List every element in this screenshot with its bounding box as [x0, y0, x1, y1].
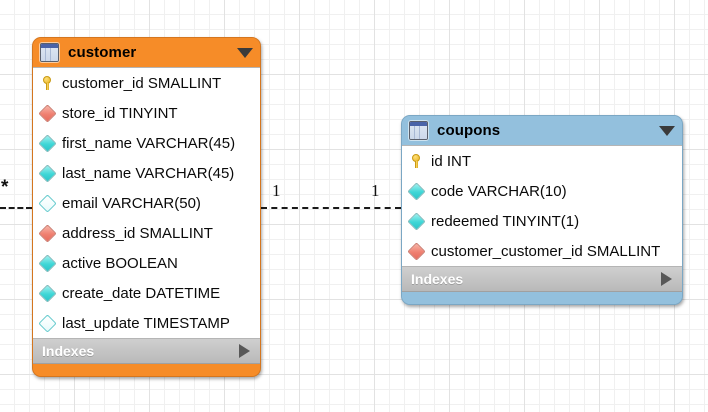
diamond-hollow-icon [38, 193, 57, 213]
table-row[interactable]: redeemed TINYINT(1) [402, 206, 682, 236]
table-customer-header[interactable]: customer [33, 38, 260, 67]
column-label: redeemed TINYINT(1) [431, 212, 580, 230]
diamond-cyan-icon [38, 253, 57, 273]
column-label: first_name VARCHAR(45) [62, 134, 236, 152]
table-customer-footer [33, 364, 260, 376]
column-label: email VARCHAR(50) [62, 194, 201, 212]
chevron-right-icon[interactable] [239, 344, 250, 358]
diamond-red-icon [407, 241, 426, 261]
chevron-down-icon[interactable] [659, 125, 675, 136]
column-label: customer_id SMALLINT [62, 74, 222, 92]
table-coupons[interactable]: coupons id INT code VARCHAR(10) redeemed… [401, 115, 683, 305]
relationship-cardinality-right-one: 1 [371, 181, 380, 200]
table-icon [40, 43, 59, 62]
diamond-cyan-icon [38, 163, 57, 183]
table-coupons-footer [402, 292, 682, 304]
diamond-hollow-icon [38, 313, 57, 333]
column-label: create_date DATETIME [62, 284, 221, 302]
column-label: last_name VARCHAR(45) [62, 164, 235, 182]
table-row[interactable]: first_name VARCHAR(45) [33, 128, 260, 158]
table-row[interactable]: customer_customer_id SMALLINT [402, 236, 682, 266]
table-row[interactable]: code VARCHAR(10) [402, 176, 682, 206]
table-coupons-title: coupons [437, 122, 501, 139]
table-coupons-indexes-bar[interactable]: Indexes [402, 267, 682, 292]
column-label: id INT [431, 152, 472, 170]
diamond-cyan-icon [38, 133, 57, 153]
indexes-label: Indexes [42, 343, 95, 359]
column-label: last_update TIMESTAMP [62, 314, 230, 332]
table-row[interactable]: email VARCHAR(50) [33, 188, 260, 218]
column-label: address_id SMALLINT [62, 224, 213, 242]
relationship-line-segment-left[interactable] [0, 207, 32, 209]
table-customer-indexes-bar[interactable]: Indexes [33, 339, 260, 364]
column-label: code VARCHAR(10) [431, 182, 567, 200]
key-icon [40, 76, 54, 90]
table-row[interactable]: last_name VARCHAR(45) [33, 158, 260, 188]
column-label: customer_customer_id SMALLINT [431, 242, 661, 260]
table-customer-columns: customer_id SMALLINT store_id TINYINT fi… [33, 67, 260, 339]
diamond-red-icon [38, 223, 57, 243]
relationship-cardinality-left-one: 1 [272, 181, 281, 200]
diamond-cyan-icon [38, 283, 57, 303]
relationship-cardinality-many: * [1, 177, 9, 198]
diamond-red-icon [38, 103, 57, 123]
chevron-down-icon[interactable] [237, 47, 253, 58]
table-row[interactable]: active BOOLEAN [33, 248, 260, 278]
table-row[interactable]: address_id SMALLINT [33, 218, 260, 248]
table-row[interactable]: customer_id SMALLINT [33, 68, 260, 98]
table-row[interactable]: create_date DATETIME [33, 278, 260, 308]
table-coupons-columns: id INT code VARCHAR(10) redeemed TINYINT… [402, 145, 682, 267]
table-coupons-header[interactable]: coupons [402, 116, 682, 145]
column-label: store_id TINYINT [62, 104, 178, 122]
indexes-label: Indexes [411, 271, 464, 287]
column-label: active BOOLEAN [62, 254, 178, 272]
diamond-cyan-icon [407, 211, 426, 231]
diamond-cyan-icon [407, 181, 426, 201]
table-row[interactable]: id INT [402, 146, 682, 176]
table-icon [409, 121, 428, 140]
table-row[interactable]: store_id TINYINT [33, 98, 260, 128]
chevron-right-icon[interactable] [661, 272, 672, 286]
table-customer-title: customer [68, 44, 137, 61]
relationship-line-segment-middle[interactable] [261, 207, 401, 209]
table-customer[interactable]: customer customer_id SMALLINT store_id T… [32, 37, 261, 377]
table-row[interactable]: last_update TIMESTAMP [33, 308, 260, 338]
key-icon [409, 154, 423, 168]
